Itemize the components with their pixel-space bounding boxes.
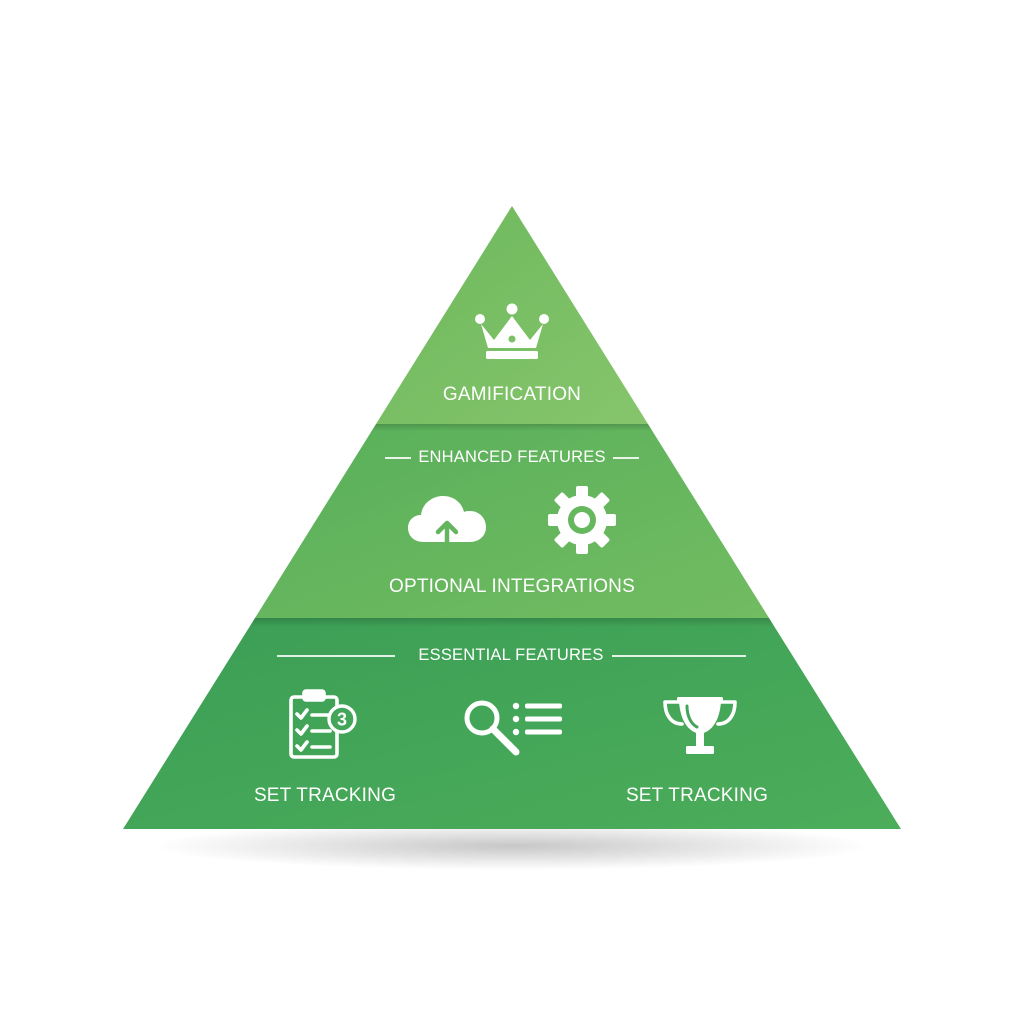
- essential-item-label-right: SET TRACKING: [625, 785, 769, 806]
- enhanced-features-title: ENHANCED FEATURES: [418, 448, 606, 466]
- tier-bottom: [123, 618, 901, 829]
- tier-top: [376, 206, 648, 424]
- badge-count: 3: [337, 710, 347, 730]
- essential-item-label-left: SET TRACKING: [253, 785, 397, 806]
- tier-middle: [255, 424, 769, 618]
- trophy-icon: [663, 697, 737, 754]
- search-list-icon: [464, 700, 562, 756]
- checklist-icon: 3: [289, 689, 357, 759]
- section-rule-right: [613, 457, 639, 459]
- seam-shade-top: [372, 424, 652, 431]
- essential-features-title: ESSENTIAL FEATURES: [418, 646, 604, 664]
- section-rule-left: [277, 655, 395, 657]
- section-rule-right: [612, 655, 746, 657]
- section-rule-left: [385, 457, 411, 459]
- pyramid-shadow: [152, 822, 872, 870]
- crown-icon: [475, 303, 549, 359]
- seam-shade-middle: [250, 618, 774, 627]
- tier-top-label: GAMIFICATION: [442, 384, 582, 405]
- cloud-upload-icon: [408, 496, 486, 552]
- tier-middle-label: OPTIONAL INTEGRATIONS: [389, 576, 635, 597]
- gear-icon: [548, 486, 616, 554]
- badge-circle: [327, 704, 357, 734]
